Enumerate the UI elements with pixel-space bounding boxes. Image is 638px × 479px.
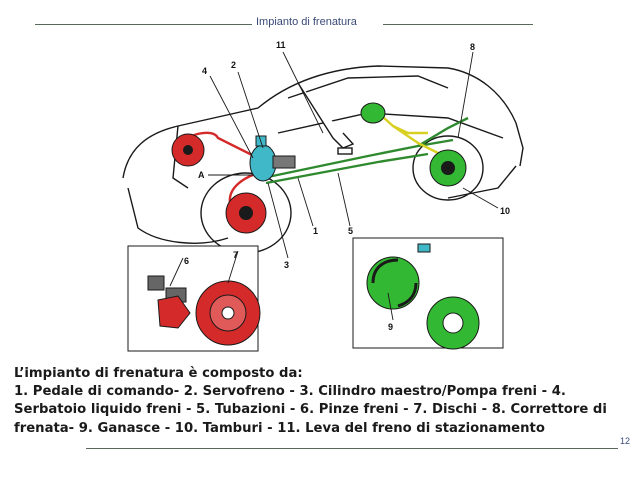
callout-7: 7 — [233, 250, 238, 260]
slide-title: Impianto di frenatura — [256, 16, 357, 28]
callout-6: 6 — [184, 256, 189, 266]
page-number: 12 — [619, 436, 630, 446]
inset-disc-brake — [127, 245, 261, 352]
callout-8: 8 — [470, 42, 475, 52]
callout-labels: 11 8 4 2 A 1 5 3 10 6 7 9 — [184, 40, 510, 332]
footer-rule — [86, 448, 618, 449]
callout-2: 2 — [231, 60, 236, 70]
front-wheel-disc — [225, 192, 267, 234]
servo-brake-booster — [249, 135, 296, 182]
caption-text: L’impianto di frenatura è composto da: 1… — [14, 365, 634, 438]
header-rule-left — [35, 24, 252, 25]
callout-11: 11 — [276, 40, 286, 50]
caption-line-4: frenata- 9. Ganasce - 10. Tamburi - 11. … — [14, 420, 545, 436]
caption-line-1: L’impianto di frenatura è composto da: — [14, 366, 303, 381]
callout-3: 3 — [284, 260, 289, 270]
callout-9: 9 — [388, 322, 393, 332]
caption-line-2: 1. Pedale di comando- 2. Servofreno - 3.… — [14, 384, 566, 400]
callout-4: 4 — [202, 66, 207, 76]
parking-brake-lever — [297, 82, 355, 155]
callout-10: 10 — [500, 206, 510, 216]
rear-upper-drum — [360, 102, 386, 124]
brake-system-illustration: 11 8 4 2 A 1 5 3 10 6 7 9 — [122, 40, 524, 352]
inset-drum-brake — [352, 237, 504, 350]
callout-lines — [169, 51, 499, 321]
callout-5: 5 — [348, 226, 353, 236]
callout-A: A — [198, 170, 205, 180]
slide-header: Impianto di frenatura — [0, 15, 638, 33]
brake-system-diagram: 11 8 4 2 A 1 5 3 10 6 7 9 — [118, 38, 528, 354]
rear-left-disc — [171, 133, 205, 167]
rear-right-drum — [429, 149, 467, 187]
callout-1: 1 — [313, 226, 318, 236]
brake-lines — [172, 107, 469, 204]
caption-line-3: Serbatoio liquido freni - 5. Tubazioni -… — [14, 402, 607, 418]
header-rule-right — [383, 24, 533, 25]
